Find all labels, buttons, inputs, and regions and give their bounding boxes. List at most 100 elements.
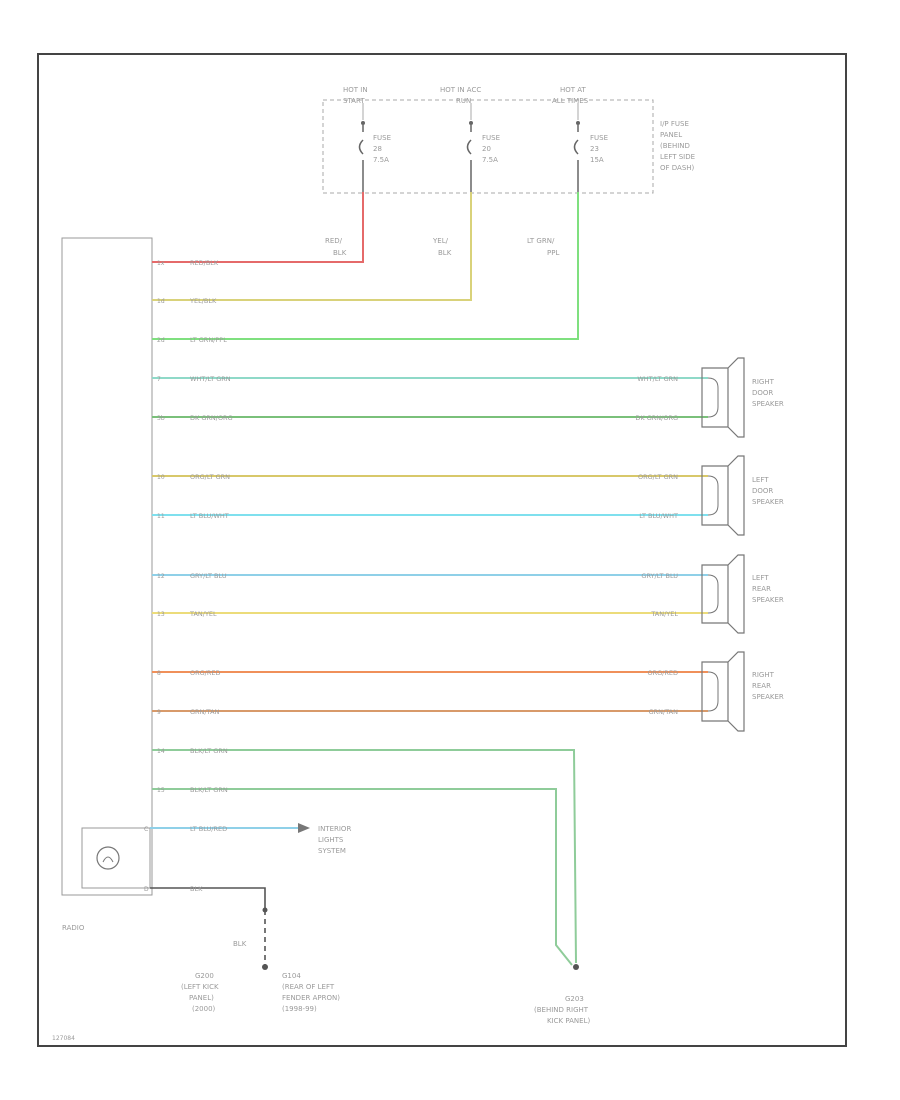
feed-label-3-line1: LT GRN/	[527, 237, 555, 245]
svg-text:GRY/LT BLU: GRY/LT BLU	[190, 572, 227, 580]
svg-text:KICK PANEL): KICK PANEL)	[547, 1017, 590, 1025]
radio-lamp-icon	[96, 846, 120, 870]
fuse-1: HOT IN START FUSE 28 7.5A	[343, 86, 391, 192]
radio-lamp-filament	[102, 856, 114, 863]
svg-text:DOOR: DOOR	[752, 389, 773, 397]
svg-text:10: 10	[157, 474, 165, 481]
radio-wire-labels: RED/BLK YEL/BLK LT GRN/PPL WHT/LT GRN DK…	[189, 259, 233, 893]
svg-text:WHT/LT GRN: WHT/LT GRN	[637, 375, 678, 383]
svg-text:8: 8	[157, 670, 161, 677]
svg-text:DK GRN/ORG: DK GRN/ORG	[190, 414, 233, 422]
feed-label-1-line2: BLK	[333, 249, 347, 257]
fuse-3-number: 23	[590, 145, 599, 153]
svg-text:(2000): (2000)	[192, 1005, 216, 1013]
speaker-left-rear: LEFT REAR SPEAKER	[701, 554, 784, 634]
feed-label-2-line2: BLK	[438, 249, 452, 257]
diagram-frame	[37, 53, 847, 1047]
svg-text:(BEHIND RIGHT: (BEHIND RIGHT	[534, 1006, 589, 1014]
fuse-3-name: FUSE	[590, 134, 608, 142]
wire-blk-lt-grn-1	[152, 749, 577, 964]
fuse-3-hot-line2: ALL TIMES	[552, 97, 589, 105]
svg-text:YEL/BLK: YEL/BLK	[189, 297, 217, 305]
fuse-2-hot-line1: HOT IN ACC	[440, 86, 481, 94]
svg-text:SPEAKER: SPEAKER	[752, 400, 784, 408]
svg-text:BLK/LT GRN: BLK/LT GRN	[190, 747, 228, 755]
svg-text:FENDER APRON): FENDER APRON)	[282, 994, 340, 1002]
svg-text:LIGHTS: LIGHTS	[318, 836, 344, 844]
svg-text:REAR: REAR	[752, 585, 771, 593]
ground-right: G203 (BEHIND RIGHT KICK PANEL)	[534, 964, 590, 1025]
radio-pin-labels: 1x 1d 2d 7 3b 10 11 12 13 8 9 14 15 C D	[144, 260, 165, 893]
svg-text:(BEHIND: (BEHIND	[660, 142, 690, 150]
svg-text:(LEFT KICK: (LEFT KICK	[181, 983, 219, 991]
svg-text:15: 15	[157, 787, 165, 794]
fuse-1-hot-line2: START	[343, 97, 365, 105]
svg-text:BLK: BLK	[190, 885, 203, 893]
fuse-1-amp: 7.5A	[373, 156, 389, 164]
speaker-left-door: LEFT DOOR SPEAKER	[701, 455, 784, 536]
speaker-icon	[701, 357, 745, 438]
fuse-3: HOT AT ALL TIMES FUSE 23 15A	[552, 86, 608, 192]
svg-text:2d: 2d	[157, 337, 165, 344]
fuse-3-amp: 15A	[590, 156, 604, 164]
svg-text:D: D	[144, 886, 149, 893]
svg-text:LEFT: LEFT	[752, 476, 769, 484]
wire-red-blk	[152, 192, 364, 263]
fuse-2-hot-line2: RUN	[456, 97, 471, 105]
svg-text:11: 11	[157, 513, 165, 520]
svg-text:1d: 1d	[157, 298, 165, 305]
radio-box	[61, 237, 153, 896]
fuse-1-number: 28	[373, 145, 382, 153]
svg-text:3b: 3b	[157, 415, 165, 422]
svg-text:ORG/RED: ORG/RED	[648, 669, 679, 677]
svg-text:RED/BLK: RED/BLK	[190, 259, 219, 267]
svg-text:G203: G203	[565, 995, 584, 1003]
radio-label: RADIO	[62, 924, 85, 932]
svg-text:SPEAKER: SPEAKER	[752, 596, 784, 604]
fuse-1-name: FUSE	[373, 134, 391, 142]
fuse-2-symbol	[466, 125, 472, 192]
svg-text:SPEAKER: SPEAKER	[752, 693, 784, 701]
speaker-icon	[701, 651, 745, 732]
fuse-3-hot-line1: HOT AT	[560, 86, 587, 94]
svg-text:TAN/YEL: TAN/YEL	[650, 610, 678, 618]
svg-text:GRN/TAN: GRN/TAN	[649, 708, 679, 716]
speaker-wire-labels: WHT/LT GRN DK GRN/ORG ORG/LT GRN LT BLU/…	[635, 375, 678, 716]
fuse-2-amp: 7.5A	[482, 156, 498, 164]
fuse-2: HOT IN ACC RUN FUSE 20 7.5A	[440, 86, 500, 192]
svg-text:1x: 1x	[157, 260, 165, 267]
speaker-icon	[701, 554, 745, 634]
speaker-icon	[701, 455, 745, 536]
svg-text:SPEAKER: SPEAKER	[752, 498, 784, 506]
ground-left: BLK G200 (LEFT KICK PANEL) (2000) G104 (…	[181, 907, 340, 1013]
svg-text:G200: G200	[195, 972, 214, 980]
svg-text:ORG/RED: ORG/RED	[190, 669, 221, 677]
fuse-panel-label: I/P FUSE PANEL (BEHIND LEFT SIDE OF DASH…	[660, 120, 695, 172]
fuse-1-symbol	[358, 125, 364, 192]
wire-yel-blk	[152, 192, 472, 301]
feed-label-1-line1: RED/	[325, 237, 343, 245]
wire-blk	[150, 887, 266, 910]
svg-text:TAN/YEL: TAN/YEL	[189, 610, 217, 618]
ground-dot	[573, 964, 579, 970]
svg-text:13: 13	[157, 611, 165, 618]
wires	[150, 192, 708, 966]
interior-lights: INTERIOR LIGHTS SYSTEM	[298, 823, 351, 855]
svg-text:RIGHT: RIGHT	[752, 671, 775, 679]
svg-text:LT BLU/WHT: LT BLU/WHT	[639, 512, 678, 520]
fuse-2-name: FUSE	[482, 134, 500, 142]
svg-text:12: 12	[157, 573, 165, 580]
footer-code: 127084	[52, 1035, 75, 1042]
feed-wire-labels: RED/ BLK YEL/ BLK LT GRN/ PPL	[325, 237, 559, 257]
radio-lamp-box	[81, 827, 151, 889]
wire-lt-grn-ppl	[152, 192, 579, 340]
svg-text:INTERIOR: INTERIOR	[318, 825, 351, 833]
fuse-1-hot-line1: HOT IN	[343, 86, 368, 94]
svg-text:C: C	[144, 826, 148, 833]
svg-text:LEFT SIDE: LEFT SIDE	[660, 153, 695, 161]
feed-label-2-line1: YEL/	[432, 237, 449, 245]
svg-text:GRY/LT BLU: GRY/LT BLU	[641, 572, 678, 580]
svg-text:LT GRN/PPL: LT GRN/PPL	[190, 336, 227, 344]
svg-text:WHT/LT GRN: WHT/LT GRN	[190, 375, 231, 383]
